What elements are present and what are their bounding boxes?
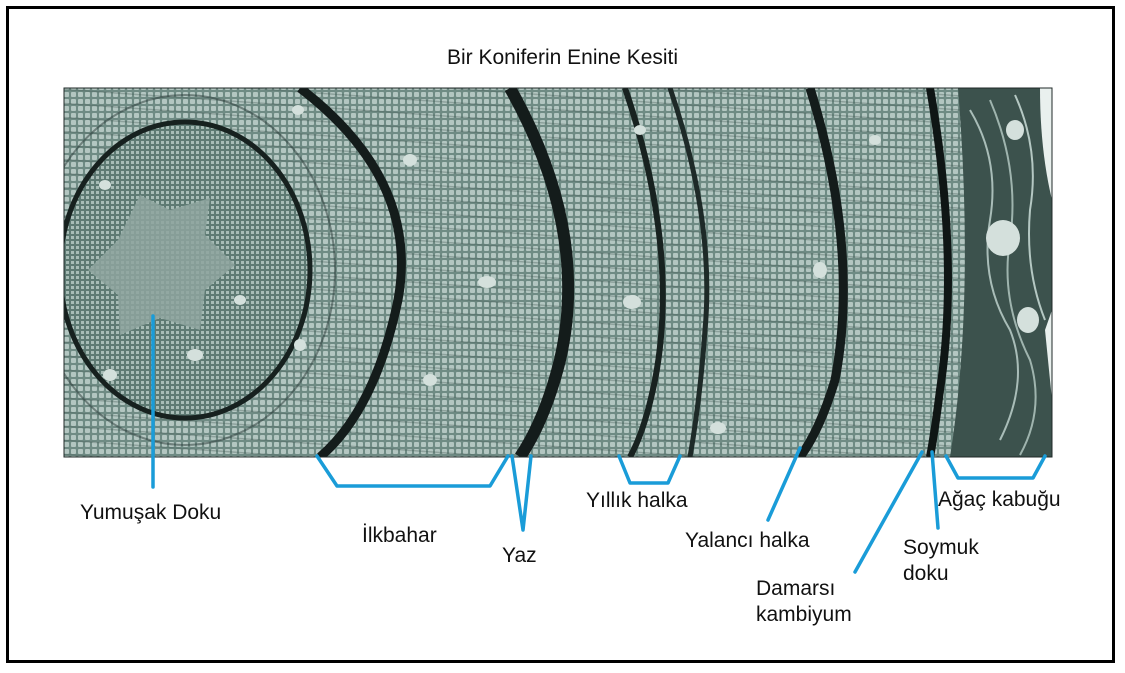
latewood-pointer xyxy=(512,456,531,530)
phloem-label: Soymuk doku xyxy=(903,535,979,587)
phloem-label-line-1: Soymuk xyxy=(903,535,979,561)
cambium-label-line-2: kambiyum xyxy=(756,602,852,628)
cambium-label: Damarsı kambiyum xyxy=(756,576,852,628)
micrograph-photo xyxy=(35,88,1052,457)
bark-bracket xyxy=(946,456,1045,478)
annual-ring-label: Yıllık halka xyxy=(586,489,688,513)
bark-region xyxy=(950,88,1052,457)
false-ring-leader xyxy=(768,448,800,520)
bark-label: Ağaç kabuğu xyxy=(938,488,1061,512)
phloem-label-line-2: doku xyxy=(903,561,979,587)
cambium-label-line-1: Damarsı xyxy=(756,576,852,602)
latewood-label: Yaz xyxy=(502,544,537,568)
annual-ring-bracket xyxy=(619,456,680,483)
pith-label: Yumuşak Doku xyxy=(80,501,221,525)
false-ring-label: Yalancı halka xyxy=(685,529,810,553)
earlywood-bracket xyxy=(317,456,508,486)
earlywood-label: İlkbahar xyxy=(362,524,437,548)
